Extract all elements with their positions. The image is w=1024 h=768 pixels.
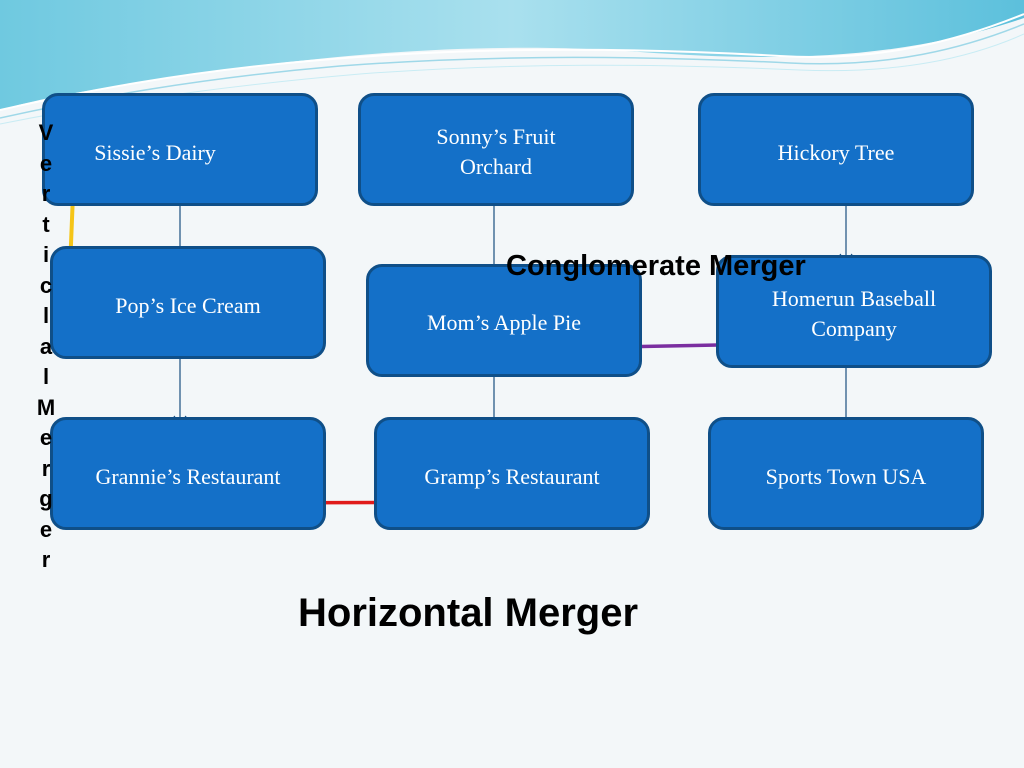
box-sonnys-fruit-orchard: Sonny’s Fruit Orchard [358, 93, 634, 206]
box-gramps-restaurant: Gramp’s Restaurant [374, 417, 650, 530]
box-hickory-tree: Hickory Tree [698, 93, 974, 206]
box-moms-apple-pie: Mom’s Apple Pie [366, 264, 642, 377]
vertical-letter: g [39, 486, 53, 511]
box-sissies-dairy: Sissie’s Dairy [42, 93, 318, 206]
box-label-sissies-dairy: Sissie’s Dairy [94, 140, 216, 165]
vertical-letter: t [42, 211, 50, 237]
vertical-letter: r [41, 455, 51, 481]
box-label-pops-ice-cream: Pop’s Ice Cream [115, 293, 261, 318]
box-label-homerun-baseball-company: Homerun Baseball Company [771, 286, 937, 341]
vertical-letter: l [42, 303, 50, 328]
vertical-letter: i [42, 242, 50, 267]
vertical-letter: e [39, 425, 53, 450]
conglomerate-merger-label: Conglomerate Merger [506, 250, 806, 282]
vertical-letter: r [41, 547, 51, 572]
vertical-letter: V [38, 120, 54, 145]
box-label-sonnys-fruit-orchard: Sonny’s Fruit Orchard [436, 124, 556, 179]
box-label-sports-town-usa: Sports Town USA [765, 464, 927, 489]
box-pops-ice-cream: Pop’s Ice Cream [50, 246, 326, 359]
vertical-letter: e [39, 150, 53, 176]
box-label-hickory-tree: Hickory Tree [777, 140, 895, 165]
wave-header-decoration [0, 0, 1024, 125]
vertical-letter: r [41, 181, 51, 206]
vertical-letter: c [39, 272, 53, 298]
box-label-gramps-restaurant: Gramp’s Restaurant [424, 464, 600, 489]
vertical-letter: a [39, 333, 53, 359]
vertical-letter: e [39, 516, 53, 542]
box-grannies-restaurant: Grannie’s Restaurant [50, 417, 326, 530]
vertical-merger-label: V e r t i c l a l M e r g e r [34, 118, 58, 576]
horizontal-merger-label: Horizontal Merger [298, 591, 639, 635]
vertical-letter: l [42, 364, 50, 389]
box-homerun-baseball-company: Homerun Baseball Company [716, 255, 992, 368]
box-label-moms-apple-pie: Mom’s Apple Pie [426, 310, 581, 335]
box-label-grannies-restaurant: Grannie’s Restaurant [95, 464, 281, 489]
box-sports-town-usa: Sports Town USA [708, 417, 984, 530]
vertical-letter: M [36, 394, 56, 420]
